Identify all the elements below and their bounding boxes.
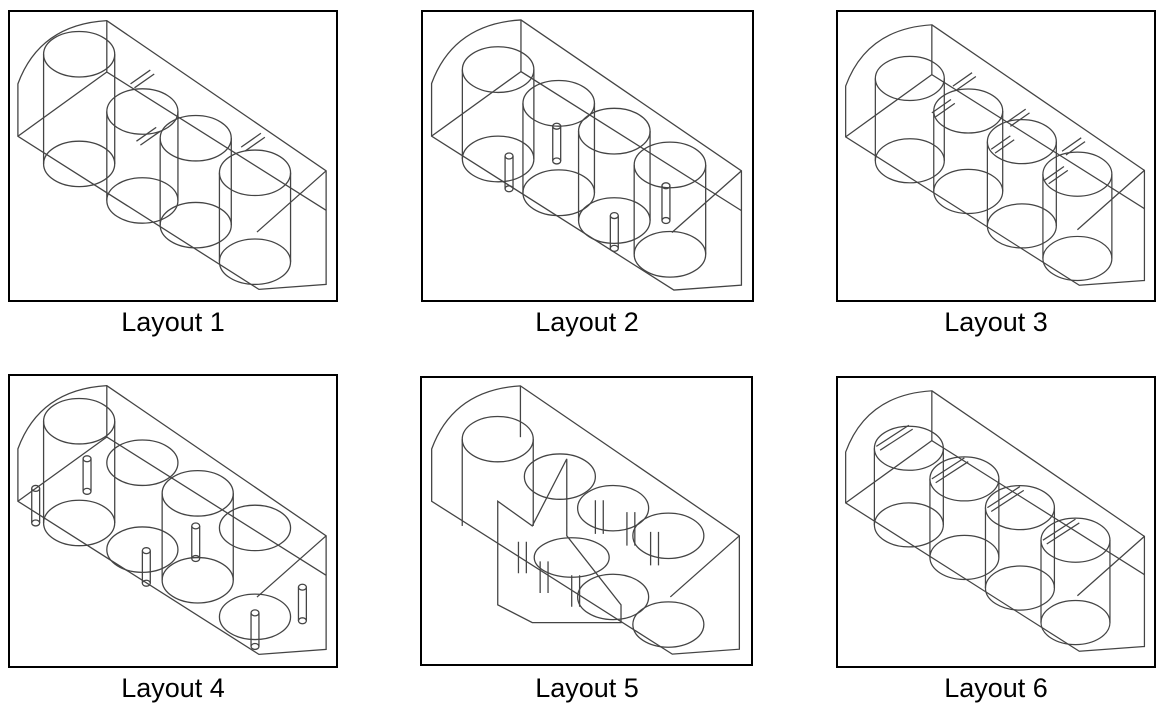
layout-5-panel — [420, 376, 753, 666]
layout-6-drawing — [845, 390, 1146, 652]
layout-3-caption: Layout 3 — [944, 307, 1048, 337]
layout-3-drawing — [845, 24, 1146, 286]
layout-6-caption: Layout 6 — [944, 673, 1048, 703]
layout-6-panel — [836, 376, 1156, 668]
layout-4-caption: Layout 4 — [121, 673, 225, 703]
layout-4-panel — [8, 374, 338, 668]
layout-2-drawing — [430, 19, 743, 291]
layout-5-caption: Layout 5 — [535, 673, 639, 703]
layout-1-panel — [8, 10, 338, 302]
layout-4-drawing — [17, 385, 327, 656]
layout-3-panel — [836, 10, 1156, 302]
layout-2-caption: Layout 2 — [535, 307, 639, 337]
layout-5-drawing — [431, 385, 741, 655]
layout-2-panel — [421, 10, 754, 302]
layout-1-drawing — [17, 20, 327, 291]
layout-1-caption: Layout 1 — [121, 307, 225, 337]
